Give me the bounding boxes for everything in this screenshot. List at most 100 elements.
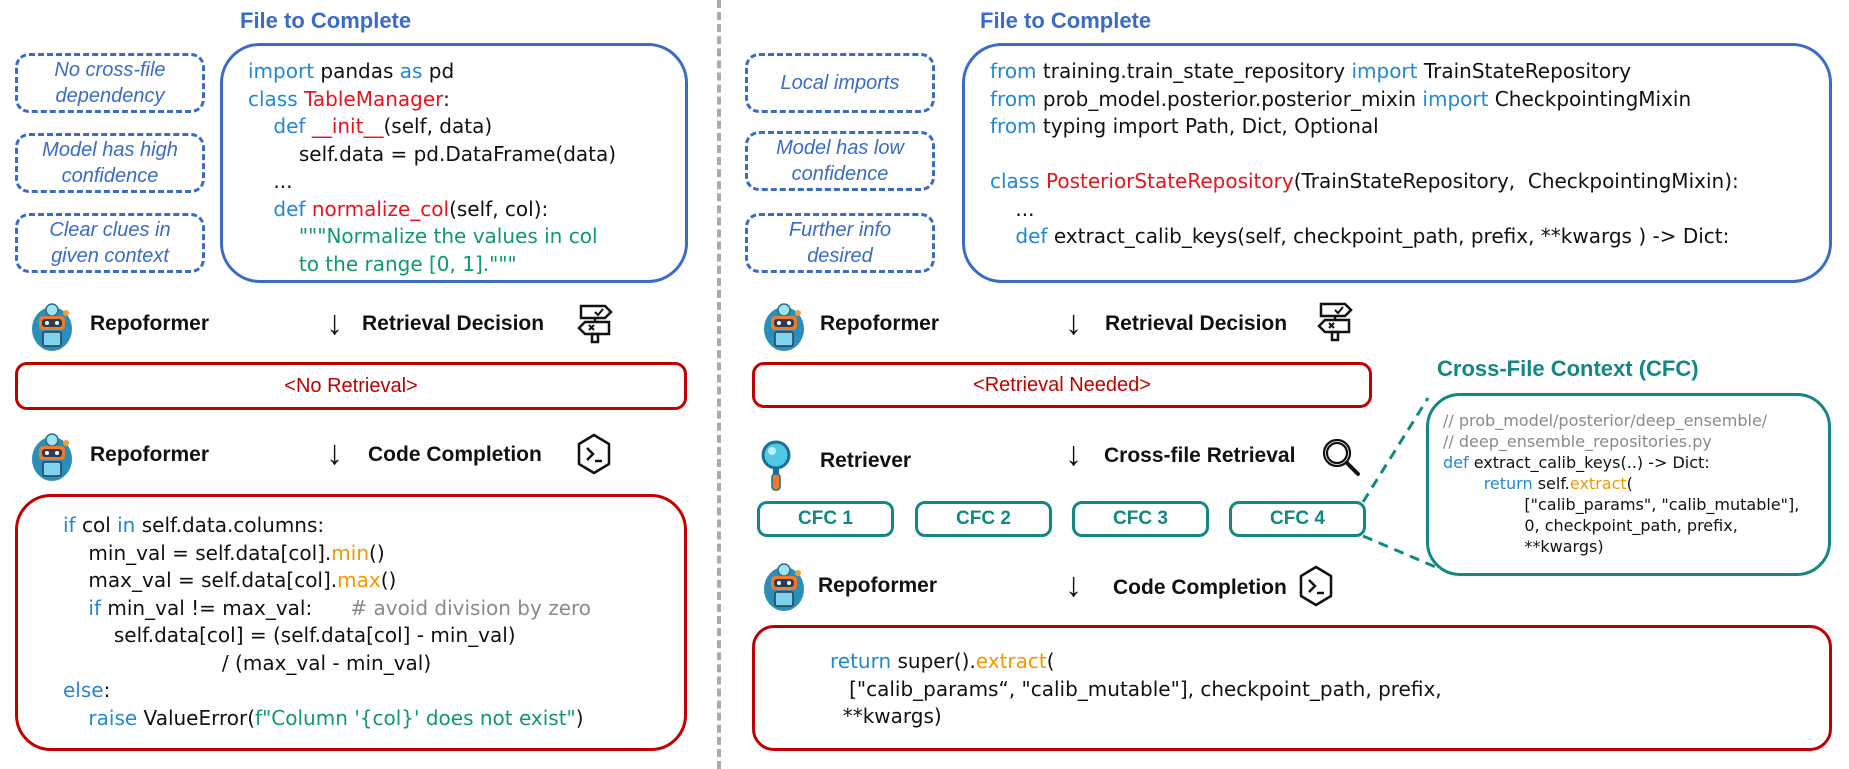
cfc-connector-bottom bbox=[1362, 534, 1439, 570]
left-completion-code-box: if col in self.data.columns: min_val = s… bbox=[15, 494, 687, 751]
code-token: in bbox=[117, 513, 136, 537]
code-token: training.train_state_repository bbox=[1036, 59, 1352, 83]
code-token: // prob_model/posterior/deep_ensemble/ bbox=[1443, 411, 1768, 430]
cfc-chip-1[interactable]: CFC 1 bbox=[757, 501, 894, 537]
code-token: self.data.columns: bbox=[135, 513, 325, 537]
code-line: **kwargs) bbox=[1443, 536, 1799, 557]
code-line: // deep_ensemble_repositories.py bbox=[1443, 431, 1799, 452]
left-tag-high-confidence: Model has high confidence bbox=[15, 133, 205, 193]
right-file-code: from training.train_state_repository imp… bbox=[990, 58, 1739, 251]
right-tag-further-info: Further info desired bbox=[745, 213, 935, 273]
code-token: PosteriorStateRepository bbox=[1046, 169, 1294, 193]
code-token: ["calib_params“, "calib_mutable"], check… bbox=[830, 676, 1442, 701]
left-step1-actor: Repoformer bbox=[90, 312, 210, 335]
left-step2-actor: Repoformer bbox=[90, 443, 210, 466]
left-step2-label: Code Completion bbox=[368, 443, 542, 466]
right-step2-label: Cross-file Retrieval bbox=[1104, 444, 1296, 467]
code-line: def extract_calib_keys(..) -> Dict: bbox=[1443, 452, 1799, 473]
code-line: // prob_model/posterior/deep_ensemble/ bbox=[1443, 410, 1799, 431]
right-completion-code: return super().extract( ["calib_params“,… bbox=[830, 648, 1442, 731]
code-token: min_val = self.data[col]. bbox=[63, 540, 332, 565]
code-line: self.data[col] = (self.data[col] - min_v… bbox=[63, 622, 591, 650]
terminal-icon bbox=[1297, 564, 1335, 613]
code-token: (TrainStateRepository, CheckpointingMixi… bbox=[1293, 169, 1739, 193]
left-tag-no-cross-file: No cross-file dependency bbox=[15, 53, 205, 113]
right-tag-local-imports: Local imports bbox=[745, 53, 935, 113]
code-token: else bbox=[63, 678, 104, 702]
down-arrow-icon: ↓ bbox=[1065, 566, 1082, 604]
right-step1-actor: Repoformer bbox=[820, 312, 940, 335]
code-token: CheckpointingMixin bbox=[1488, 86, 1692, 111]
code-token: max_val = self.data[col]. bbox=[63, 568, 338, 592]
code-line: ["calib_params“, "calib_mutable"], check… bbox=[830, 676, 1442, 704]
retriever-avatar bbox=[760, 440, 792, 499]
right-step2-actor: Retriever bbox=[820, 449, 912, 472]
code-token: import bbox=[248, 59, 315, 83]
code-line: def __init__(self, data) bbox=[248, 113, 616, 141]
panel-divider bbox=[717, 0, 721, 769]
cfc-chip-2[interactable]: CFC 2 bbox=[915, 501, 1052, 537]
code-line: """Normalize the values in col bbox=[248, 223, 616, 251]
code-line: import pandas as pd bbox=[248, 58, 616, 86]
code-line: from training.train_state_repository imp… bbox=[990, 58, 1739, 86]
code-line: class TableManager: bbox=[248, 86, 616, 114]
code-token: 0, checkpoint_path, prefix, bbox=[1443, 516, 1738, 535]
code-token: ( bbox=[1046, 649, 1055, 673]
right-decision-box: <Retrieval Needed> bbox=[752, 362, 1372, 408]
code-token: return bbox=[1443, 474, 1533, 493]
code-token: // deep_ensemble_repositories.py bbox=[1443, 432, 1712, 451]
cfc-chip-3[interactable]: CFC 3 bbox=[1072, 501, 1209, 537]
robot-icon bbox=[32, 433, 72, 481]
robot-icon bbox=[32, 303, 72, 351]
code-token: def bbox=[248, 196, 312, 221]
code-line: ... bbox=[248, 168, 616, 196]
code-token: ["calib_params", "calib_mutable"], bbox=[1443, 495, 1800, 514]
code-token: return bbox=[830, 649, 892, 673]
terminal-icon bbox=[575, 432, 613, 481]
code-line: min_val = self.data[col].min() bbox=[63, 540, 591, 568]
code-token: class bbox=[248, 86, 305, 111]
code-token: min bbox=[331, 540, 370, 565]
code-token: pd bbox=[422, 59, 455, 83]
code-token: ValueError( bbox=[137, 705, 256, 730]
code-line: / (max_val - min_val) bbox=[63, 650, 591, 678]
left-step1-label: Retrieval Decision bbox=[362, 312, 545, 335]
code-token: normalize_col bbox=[311, 196, 450, 221]
code-token: __init__ bbox=[311, 114, 384, 138]
down-arrow-icon: ↓ bbox=[1065, 304, 1082, 342]
cfc-chip-4[interactable]: CFC 4 bbox=[1229, 501, 1366, 537]
code-token: import bbox=[1422, 86, 1489, 111]
code-line: def extract_calib_keys(self, checkpoint_… bbox=[990, 223, 1739, 251]
code-token: / (max_val - min_val) bbox=[63, 650, 432, 675]
cfc-code-box: // prob_model/posterior/deep_ensemble/ //… bbox=[1426, 393, 1831, 576]
code-token: () bbox=[380, 568, 397, 592]
code-token: to the range [0, 1].""" bbox=[248, 251, 517, 276]
robot-icon bbox=[764, 303, 804, 351]
code-token: max bbox=[337, 568, 381, 592]
code-token: ... bbox=[990, 196, 1035, 221]
code-token: f"Column '{col}' does not exist" bbox=[255, 705, 576, 730]
code-token: : bbox=[103, 678, 111, 702]
right-step1-label: Retrieval Decision bbox=[1105, 312, 1288, 335]
code-line: max_val = self.data[col].max() bbox=[63, 567, 591, 595]
code-line: from prob_model.posterior.posterior_mixi… bbox=[990, 86, 1739, 114]
code-token: extract bbox=[975, 649, 1047, 673]
code-token: as bbox=[399, 59, 423, 83]
code-token: TrainStateRepository bbox=[1417, 59, 1632, 83]
code-line bbox=[990, 141, 1739, 169]
left-decision-text: <No Retrieval> bbox=[284, 374, 418, 397]
left-title: File to Complete bbox=[240, 8, 412, 33]
right-completion-code-box: return super().extract( ["calib_params“,… bbox=[752, 625, 1832, 751]
cfc-connector-top bbox=[1361, 397, 1430, 503]
code-token: class bbox=[990, 169, 1047, 193]
code-token: col bbox=[75, 513, 118, 537]
retriever-magnifier-icon bbox=[761, 440, 791, 491]
code-token: self.data[col] = (self.data[col] - min_v… bbox=[63, 623, 516, 647]
code-token: ( bbox=[1626, 474, 1633, 493]
code-line: ... bbox=[990, 196, 1739, 224]
code-token: (self, col): bbox=[449, 196, 549, 221]
code-token: super(). bbox=[891, 649, 976, 673]
code-line: **kwargs) bbox=[830, 703, 1442, 731]
code-line: from typing import Path, Dict, Optional bbox=[990, 113, 1739, 141]
